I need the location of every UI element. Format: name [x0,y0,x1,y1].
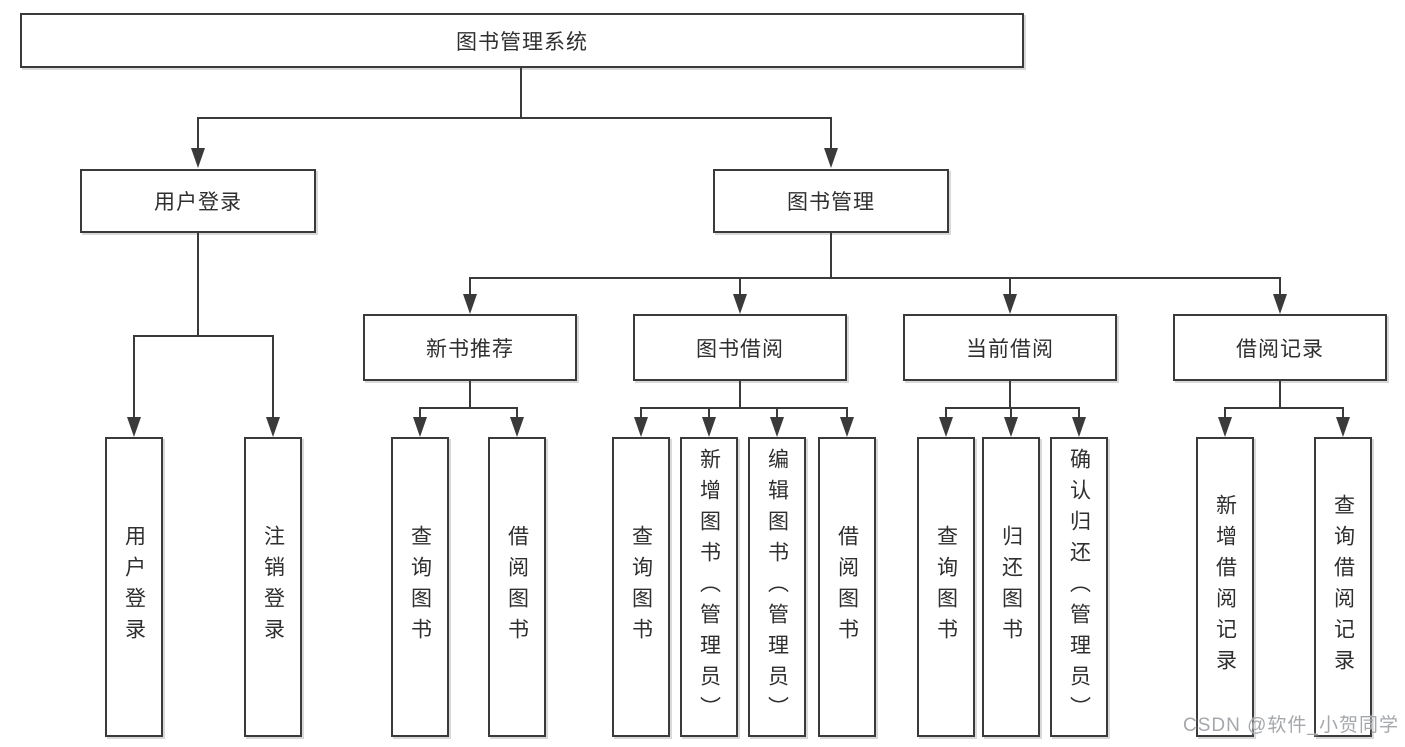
leaf-edit-book-admin: 编辑图书（管理员） [748,437,806,737]
connector-line [469,277,1281,279]
connector-line [1010,407,1012,421]
node-label: 编辑图书（管理员） [765,447,789,727]
connector-line [133,335,135,419]
arrow-down-icon [1072,417,1086,437]
connector-line [640,407,642,421]
leaf-query-books-current: 查询图书 [917,437,975,737]
connector-line [1009,277,1011,299]
arrow-down-icon [1218,417,1232,437]
connector-line [197,117,199,150]
node-label: 查询图书 [934,525,958,649]
node-label: 注销登录 [261,525,285,649]
node-user-login: 用户登录 [80,169,316,233]
connector-line [1224,407,1343,409]
connector-line [1279,277,1281,299]
leaf-borrow-books: 借阅图书 [818,437,876,737]
node-book-borrowing: 图书借阅 [633,314,847,381]
connector-line [1078,407,1080,421]
connector-line [1342,407,1344,421]
leaf-query-books-borrow: 查询图书 [612,437,670,737]
connector-line [846,407,848,421]
node-label: 确认归还（管理员） [1067,447,1091,727]
node-label: 新增图书（管理员） [697,447,721,727]
node-label: 查询图书 [408,525,432,649]
arrow-down-icon [770,417,784,437]
node-current-borrowing: 当前借阅 [903,314,1117,381]
leaf-return-book: 归还图书 [982,437,1040,737]
leaf-query-borrow-record: 查询借阅记录 [1314,437,1372,737]
arrow-down-icon [702,417,716,437]
connector-line [640,407,847,409]
node-library-system: 图书管理系统 [20,13,1024,68]
arrow-down-icon [634,417,648,437]
connector-line [1224,407,1226,421]
connector-line [1009,381,1011,408]
arrow-down-icon [1004,417,1018,437]
arrow-down-icon [840,417,854,437]
connector-line [419,407,518,409]
connector-line [830,117,832,150]
arrow-down-icon [733,294,747,314]
connector-line [945,407,947,421]
connector-line [1279,381,1281,408]
connector-line [516,407,518,421]
connector-line [133,335,274,337]
node-label: 用户登录 [154,191,242,214]
node-label: 新增借阅记录 [1213,494,1237,680]
connector-line [739,381,741,408]
leaf-borrow-books-recommend: 借阅图书 [488,437,546,737]
arrow-down-icon [191,148,205,168]
arrow-down-icon [463,294,477,314]
connector-line [198,117,832,119]
node-label: 查询图书 [629,525,653,649]
leaf-query-books-recommend: 查询图书 [391,437,449,737]
connector-line [945,407,1079,409]
leaf-add-borrow-record: 新增借阅记录 [1196,437,1254,737]
node-label: 当前借阅 [966,337,1054,361]
node-label: 图书管理系统 [456,30,588,54]
connector-line [419,407,421,421]
leaf-user-login: 用户登录 [105,437,163,737]
arrow-down-icon [1336,417,1350,437]
leaf-logout-login: 注销登录 [244,437,302,737]
node-new-book-recommend: 新书推荐 [363,314,577,381]
node-label: 图书借阅 [696,337,784,361]
node-borrowing-records: 借阅记录 [1173,314,1387,381]
csdn-watermark: CSDN @软件_小贺同学 [1183,715,1399,736]
connector-line [739,277,741,299]
leaf-add-book-admin: 新增图书（管理员） [680,437,738,737]
arrow-down-icon [266,417,280,437]
arrow-down-icon [413,417,427,437]
connector-line [272,335,274,419]
node-label: 新书推荐 [426,337,514,361]
connector-line [776,407,778,421]
node-label: 用户登录 [122,525,146,649]
arrow-down-icon [1273,294,1287,314]
connector-line [520,68,522,118]
node-label: 归还图书 [999,525,1023,649]
node-label: 借阅记录 [1236,337,1324,361]
arrow-down-icon [127,417,141,437]
connector-line [469,381,471,408]
node-label: 查询借阅记录 [1331,494,1355,680]
connector-line [708,407,710,421]
arrow-down-icon [939,417,953,437]
connector-line [469,277,471,299]
connector-line [197,233,199,335]
leaf-confirm-return-admin: 确认归还（管理员） [1050,437,1108,737]
node-label: 图书管理 [787,191,875,214]
arrow-down-icon [510,417,524,437]
arrow-down-icon [824,148,838,168]
node-book-management: 图书管理 [713,169,949,233]
node-label: 借阅图书 [835,525,859,649]
node-label: 借阅图书 [505,525,529,649]
arrow-down-icon [1003,294,1017,314]
connector-line [830,233,832,277]
